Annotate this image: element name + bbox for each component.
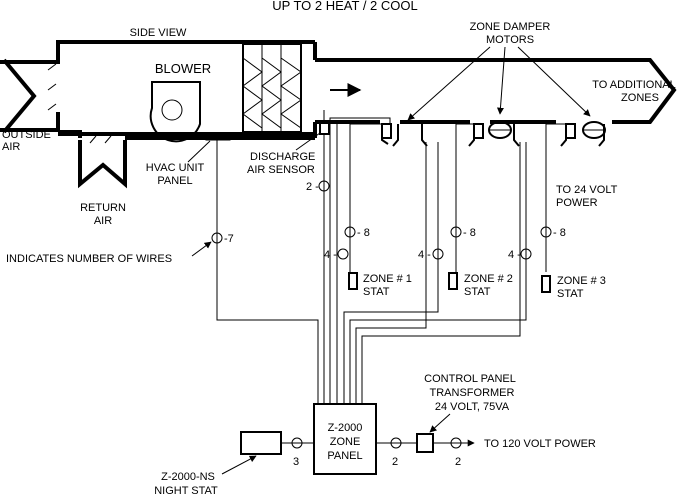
wire-count-zone3-damper: - 8 [553, 227, 566, 239]
zone1-stat-label-1: ZONE # 1 [363, 273, 412, 285]
air-handler-unit: BLOWER [0, 40, 315, 189]
zone-panel-label-2: ZONE [330, 436, 361, 448]
wire-count-transformer-in: 2 [392, 456, 398, 468]
zone-panel-box [313, 403, 377, 475]
additional-zones-label-1: TO ADDITIONAL [592, 79, 676, 91]
discharge-sensor-label-2: AIR SENSOR [247, 164, 315, 176]
night-stat-label-2: NIGHT STAT [154, 485, 218, 497]
wiring [216, 117, 568, 404]
wire-count-zone3-stat: 4 - [508, 249, 521, 261]
zone-panel-label-1: Z-2000 [328, 422, 363, 434]
zone3-stat-box [541, 275, 551, 293]
wire-count-sensor: 2 - [306, 181, 319, 193]
transformer-label-3: 24 VOLT, 75VA [435, 401, 510, 413]
transformer-label-2: TRANSFORMER [430, 387, 515, 399]
night-stat-box [240, 431, 282, 455]
wire-count-transformer-out: 2 [455, 456, 461, 468]
wire-count-hvac: -7 [224, 233, 234, 245]
hvac-unit-panel-label-1: HVAC UNIT [146, 162, 205, 174]
outside-air-label-1: OUTSIDE [2, 129, 51, 141]
transformer-label-1: CONTROL PANEL [424, 373, 516, 385]
wire-count-zone2-stat: 4 - [418, 249, 431, 261]
return-air-label-1: RETURN [80, 202, 126, 214]
zone2-stat-label-1: ZONE # 2 [464, 273, 513, 285]
to-120-volt-label: TO 120 VOLT POWER [484, 438, 596, 450]
zone-panel-label-3: PANEL [327, 450, 362, 462]
to-24-volt-label-2: POWER [556, 197, 598, 209]
blower-label: BLOWER [155, 61, 211, 76]
additional-zones-label-2: ZONES [621, 92, 659, 104]
indicates-wires-label: INDICATES NUMBER OF WIRES [6, 253, 172, 265]
zone2-stat-box [448, 272, 458, 290]
zone2-stat-label-2: STAT [464, 286, 491, 298]
night-stat-label-1: Z-2000-NS [161, 471, 215, 483]
wire-count-night-stat: 3 [293, 456, 299, 468]
zone-damper-motors-label-2: MOTORS [486, 34, 534, 46]
diagram-title: UP TO 2 HEAT / 2 COOL [272, 0, 417, 13]
outside-air-label-2: AIR [2, 141, 20, 153]
hvac-unit-panel-label-2: PANEL [157, 175, 192, 187]
zone3-stat-label-1: ZONE # 3 [557, 275, 606, 287]
zone3-stat-label-2: STAT [557, 288, 584, 300]
zone1-stat-label-2: STAT [363, 286, 390, 298]
side-view-label: SIDE VIEW [130, 27, 187, 39]
wire-count-zone1-stat: 4 - [324, 249, 337, 261]
transformer-box [416, 433, 434, 453]
wire-count-zone2-damper: - 8 [463, 227, 476, 239]
wire-count-zone1-damper: - 8 [357, 227, 370, 239]
zone1-stat-box [348, 272, 358, 290]
return-air-label-2: AIR [94, 215, 112, 227]
zone-damper-motors-label-1: ZONE DAMPER [470, 21, 551, 33]
to-24-volt-label-1: TO 24 VOLT [556, 184, 618, 196]
discharge-sensor-label-1: DISCHARGE [250, 151, 315, 163]
